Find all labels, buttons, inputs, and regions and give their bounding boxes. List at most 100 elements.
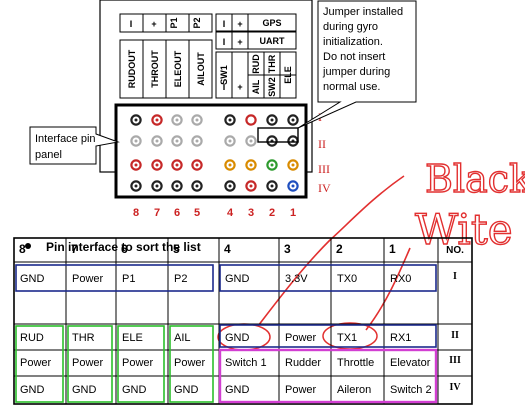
table-cell: GND [225, 332, 250, 344]
numeral-ii: II [318, 137, 326, 151]
pin-core [195, 163, 199, 167]
outline-row2-right [219, 324, 437, 348]
pin-core [195, 139, 199, 143]
pin-number-2: 2 [269, 207, 275, 219]
pin-core [155, 184, 159, 188]
pin-core [134, 163, 138, 167]
table-cell: Throttle [337, 357, 374, 369]
outline-column-8 [15, 325, 64, 403]
table-cell: TX1 [337, 332, 357, 344]
table-cell: RX1 [390, 332, 411, 344]
receiver-board: I + P1 P2 RUDOUT THROUT ELEOUT AILOUT I … [99, 0, 313, 199]
pin-core [249, 139, 253, 143]
pin-number-3: 3 [248, 207, 254, 219]
pin-number-1: 1 [290, 207, 296, 219]
table-row-number: IV [449, 382, 461, 393]
jumper-note-line-5: jumper during [322, 66, 390, 78]
pin-core [270, 184, 274, 188]
handwritten-line-gnd [257, 175, 405, 327]
table-cell: Power [285, 384, 317, 396]
label-throut: THROUT [150, 50, 160, 88]
vert-minus: I [223, 82, 226, 92]
pin-core [228, 184, 232, 188]
right-label-strip: I + GPS I + UART SW1 I + RUD AIL THR SW2… [215, 13, 297, 99]
jumper-callout: Jumper installed during gyro initializat… [297, 0, 417, 129]
outline-column-6 [117, 325, 165, 403]
pin-core [175, 118, 179, 122]
table-cell: P2 [174, 273, 187, 285]
pin-core [195, 184, 199, 188]
table-header-1: 8 [19, 242, 26, 256]
pin-core [134, 118, 138, 122]
table-header-4: 5 [173, 242, 180, 256]
jumper-slot [257, 127, 299, 143]
numeral-iv: IV [318, 181, 331, 195]
table-cell: GND [174, 384, 199, 396]
pin-number-8: 8 [133, 207, 139, 219]
label-plus: + [151, 19, 156, 29]
label-sw2: SW2 [267, 77, 277, 97]
pin-core [134, 139, 138, 143]
table-row-number: III [449, 355, 461, 366]
table-row-number: I [453, 271, 457, 282]
table-header-3: 6 [121, 242, 128, 256]
pin-number-4: 4 [227, 207, 234, 219]
table-cell: Switch 1 [225, 357, 267, 369]
gps-minus: I [223, 19, 226, 29]
jumper-note-line-1: Jumper installed [323, 6, 403, 18]
table-cell: TX0 [337, 273, 357, 285]
label-sw1: SW1 [219, 65, 229, 85]
table-cell: GND [20, 384, 45, 396]
uart-plus: + [237, 37, 242, 47]
panel-note-line-2: panel [35, 149, 62, 161]
table-cell: Power [72, 273, 104, 285]
outline-row1-left [15, 264, 214, 292]
jumper-note-line-4: Do not insert [323, 51, 385, 63]
label-ail: AIL [251, 79, 261, 94]
handwriting-wite: Wite [415, 205, 513, 254]
label-eleout: ELEOUT [173, 50, 183, 87]
pin-number-5: 5 [194, 207, 200, 219]
list-heading: Pin interface to sort the list [25, 240, 201, 254]
outline-rows-3-4 [218, 348, 438, 404]
table-cell: Power [72, 357, 104, 369]
table-header-6: 3 [284, 242, 291, 256]
pin-core [270, 118, 274, 122]
table-cell: Power [174, 357, 206, 369]
label-ele: ELE [283, 66, 293, 84]
list-title: Pin interface to sort the list [46, 240, 201, 254]
table-cell: GND [225, 273, 250, 285]
vert-plus: + [237, 82, 242, 92]
label-ailout: AILOUT [196, 52, 206, 86]
label-p1: P1 [169, 17, 179, 28]
pin-core [175, 139, 179, 143]
uart-minus: I [223, 37, 226, 47]
table-cell: P1 [122, 273, 135, 285]
label-rudout: RUDOUT [127, 49, 137, 88]
pin-number-6: 6 [174, 207, 180, 219]
pin-numbers: 8 7 6 5 4 3 2 1 [133, 207, 296, 219]
outline-column-7 [67, 325, 113, 403]
label-thr: THR [267, 54, 277, 73]
pin-core [291, 118, 295, 122]
table-cell: RUD [20, 332, 44, 344]
pin-core [249, 184, 253, 188]
left-label-strip: I + P1 P2 RUDOUT THROUT ELEOUT AILOUT [119, 13, 213, 99]
jumper-note-line-6: normal use. [323, 81, 380, 93]
table-cell: Power [285, 332, 317, 344]
table-cell: 3.3V [285, 273, 308, 285]
pin-core [155, 163, 159, 167]
pin-core [195, 118, 199, 122]
table-cell: Power [122, 357, 154, 369]
table-cell: THR [72, 332, 95, 344]
table-cell: GND [122, 384, 147, 396]
pin-core [291, 184, 295, 188]
gps-plus: + [237, 19, 242, 29]
table-cell: RX0 [390, 273, 411, 285]
table-frame [13, 237, 473, 405]
outline-column-5 [169, 325, 214, 403]
pin-core [134, 184, 138, 188]
pin-grid [130, 114, 299, 192]
handwriting-black: Black [425, 157, 525, 201]
